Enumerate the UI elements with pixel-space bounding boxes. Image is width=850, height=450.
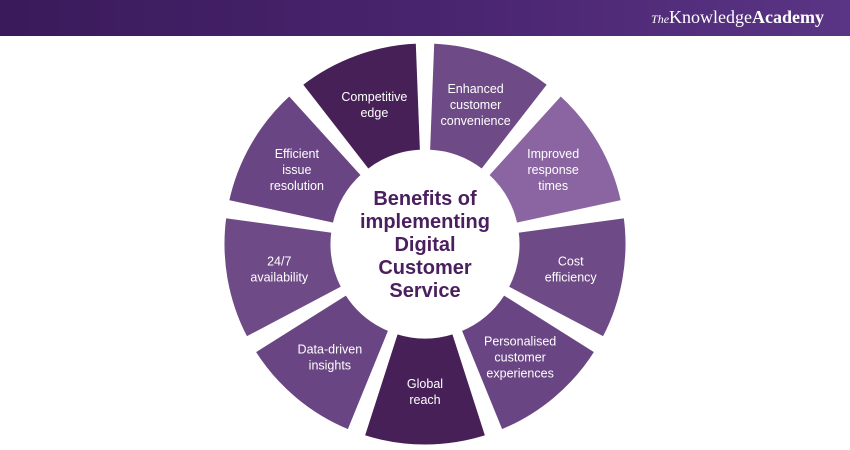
brand-logo: TheKnowledgeAcademy (651, 7, 824, 28)
segment-shape (458, 292, 598, 433)
brand-name-regular: Knowledge (669, 7, 753, 27)
segment-label-line: reach (409, 393, 440, 407)
wheel-segment: Global reach (361, 331, 489, 448)
segment-label-line: convenience (441, 114, 511, 128)
segment-label-line: issue (282, 163, 311, 177)
segment-shape (361, 331, 489, 448)
segment-label-line: insights (309, 358, 351, 372)
segment-shape (221, 215, 345, 340)
wheel-segment: Enhanced customer convenience (427, 40, 551, 173)
segment-label-line: resolution (270, 179, 324, 193)
segment-label-line: Personalised (484, 334, 556, 348)
segment-label-line: Efficient (275, 147, 320, 161)
segment-label: Data-driven insights (298, 342, 363, 372)
segment-label: Efficient issue resolution (270, 147, 324, 193)
brand-name-bold: Academy (752, 7, 824, 27)
header-bar: TheKnowledgeAcademy (0, 0, 850, 36)
segment-shape (299, 40, 423, 173)
wheel-segment: 24/7 availability (221, 215, 345, 340)
segment-shape (226, 92, 365, 226)
wheel-segment: Improved response times (485, 92, 624, 226)
segment-shape (485, 92, 624, 226)
segment-label: Personalised customer experiences (484, 334, 556, 380)
segment-label: Competitive edge (341, 90, 407, 120)
segment-label: Improved response times (527, 147, 579, 193)
segment-shape (427, 40, 551, 173)
center-disc (336, 155, 514, 333)
segment-label-line: availability (250, 271, 308, 285)
segment-label: 24/7 availability (250, 255, 308, 285)
center-title-line: implementing (360, 211, 490, 233)
brand-prefix: The (651, 12, 670, 26)
segment-label: Cost efficiency (545, 255, 598, 285)
segment-label-line: efficiency (545, 271, 598, 285)
segment-label: Enhanced customer convenience (441, 82, 511, 128)
center-title-line: Service (389, 280, 460, 302)
segment-label-line: Competitive (341, 90, 407, 104)
center-title-line: Customer (378, 257, 472, 279)
segment-label-line: times (538, 179, 568, 193)
wheel-segment: Data-driven insights (252, 292, 392, 433)
segment-label-line: 24/7 (267, 255, 291, 269)
center-title-line: Digital (394, 234, 455, 256)
segment-label-line: Data-driven (298, 342, 363, 356)
segment-label-line: Global (407, 377, 443, 391)
wheel-segment: Personalised customer experiences (458, 292, 598, 433)
segment-label-line: Cost (558, 255, 584, 269)
segment-label-line: Enhanced (447, 82, 503, 96)
center-title-line: Benefits of (373, 188, 477, 210)
segment-label-line: customer (494, 350, 545, 364)
segment-label-line: Improved (527, 147, 579, 161)
segment-shape (252, 292, 392, 433)
wheel-segment: Efficient issue resolution (226, 92, 365, 226)
segment-label-line: edge (360, 106, 388, 120)
segment-label-line: customer (450, 98, 501, 112)
segment-label: Global reach (407, 377, 443, 407)
segment-label-line: response (527, 163, 578, 177)
segment-label-line: experiences (486, 366, 553, 380)
wheel-segment: Cost efficiency (505, 215, 629, 340)
segment-shape (505, 215, 629, 340)
wheel-segment: Competitive edge (299, 40, 423, 173)
